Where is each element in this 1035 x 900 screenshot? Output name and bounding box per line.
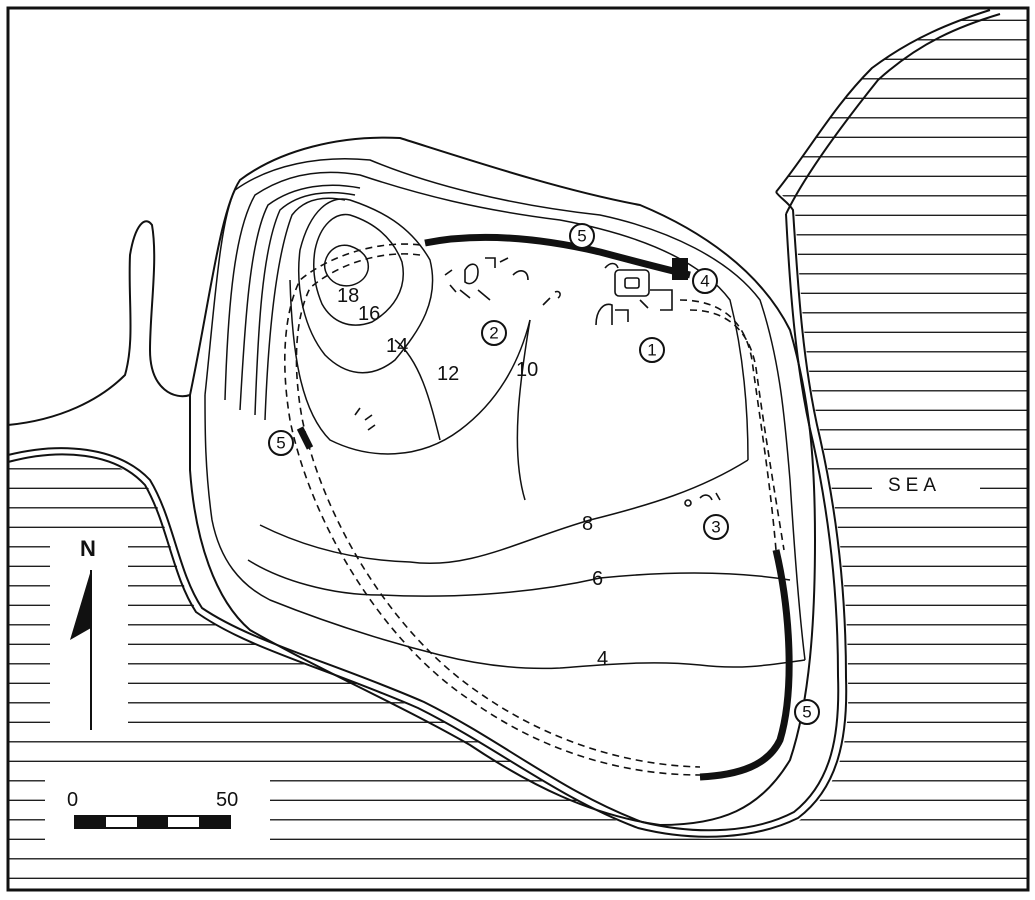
svg-text:2: 2: [489, 324, 498, 343]
ruins: [354, 257, 721, 507]
site-marker-5-west: 5: [268, 430, 294, 456]
svg-text:3: 3: [711, 518, 720, 537]
contour-label-4: 4: [597, 648, 608, 670]
scale-label-start: 0: [67, 789, 78, 811]
scale-label-end: 50: [216, 789, 238, 811]
svg-text:5: 5: [802, 703, 811, 722]
contour-label-12: 12: [437, 363, 459, 385]
north-arrow-box: [50, 530, 128, 730]
site-marker-3: 3: [703, 514, 729, 540]
site-markers: 1 2 3 4 5 5 5: [268, 223, 820, 725]
site-marker-5-north: 5: [569, 223, 595, 249]
north-label: N: [80, 536, 96, 561]
site-marker-5-southeast: 5: [794, 699, 820, 725]
contour-labels: 18 16 14 12 10 8 6 4: [337, 285, 608, 670]
sea-label-box: [872, 470, 980, 498]
svg-text:5: 5: [276, 434, 285, 453]
wall-dashed-lines: [284, 243, 785, 776]
contour-label-18: 18: [337, 285, 359, 307]
wall-solid-segments: [296, 233, 793, 781]
svg-text:1: 1: [647, 341, 656, 360]
contour-label-10: 10: [516, 359, 538, 381]
svg-text:5: 5: [577, 227, 586, 246]
sea-label: SEA: [888, 475, 941, 496]
coastline: [7, 9, 1001, 838]
north-arrow: N: [70, 536, 96, 730]
site-marker-1: 1: [639, 337, 665, 363]
contour-label-8: 8: [582, 513, 593, 535]
scale-bar: 0 50: [67, 789, 238, 829]
site-marker-4: 4: [692, 268, 718, 294]
site-marker-2: 2: [481, 320, 507, 346]
contour-label-6: 6: [592, 568, 603, 590]
svg-text:4: 4: [700, 272, 709, 291]
contour-label-14: 14: [386, 335, 408, 357]
contour-label-16: 16: [358, 303, 380, 325]
contour-lines: [204, 158, 806, 670]
